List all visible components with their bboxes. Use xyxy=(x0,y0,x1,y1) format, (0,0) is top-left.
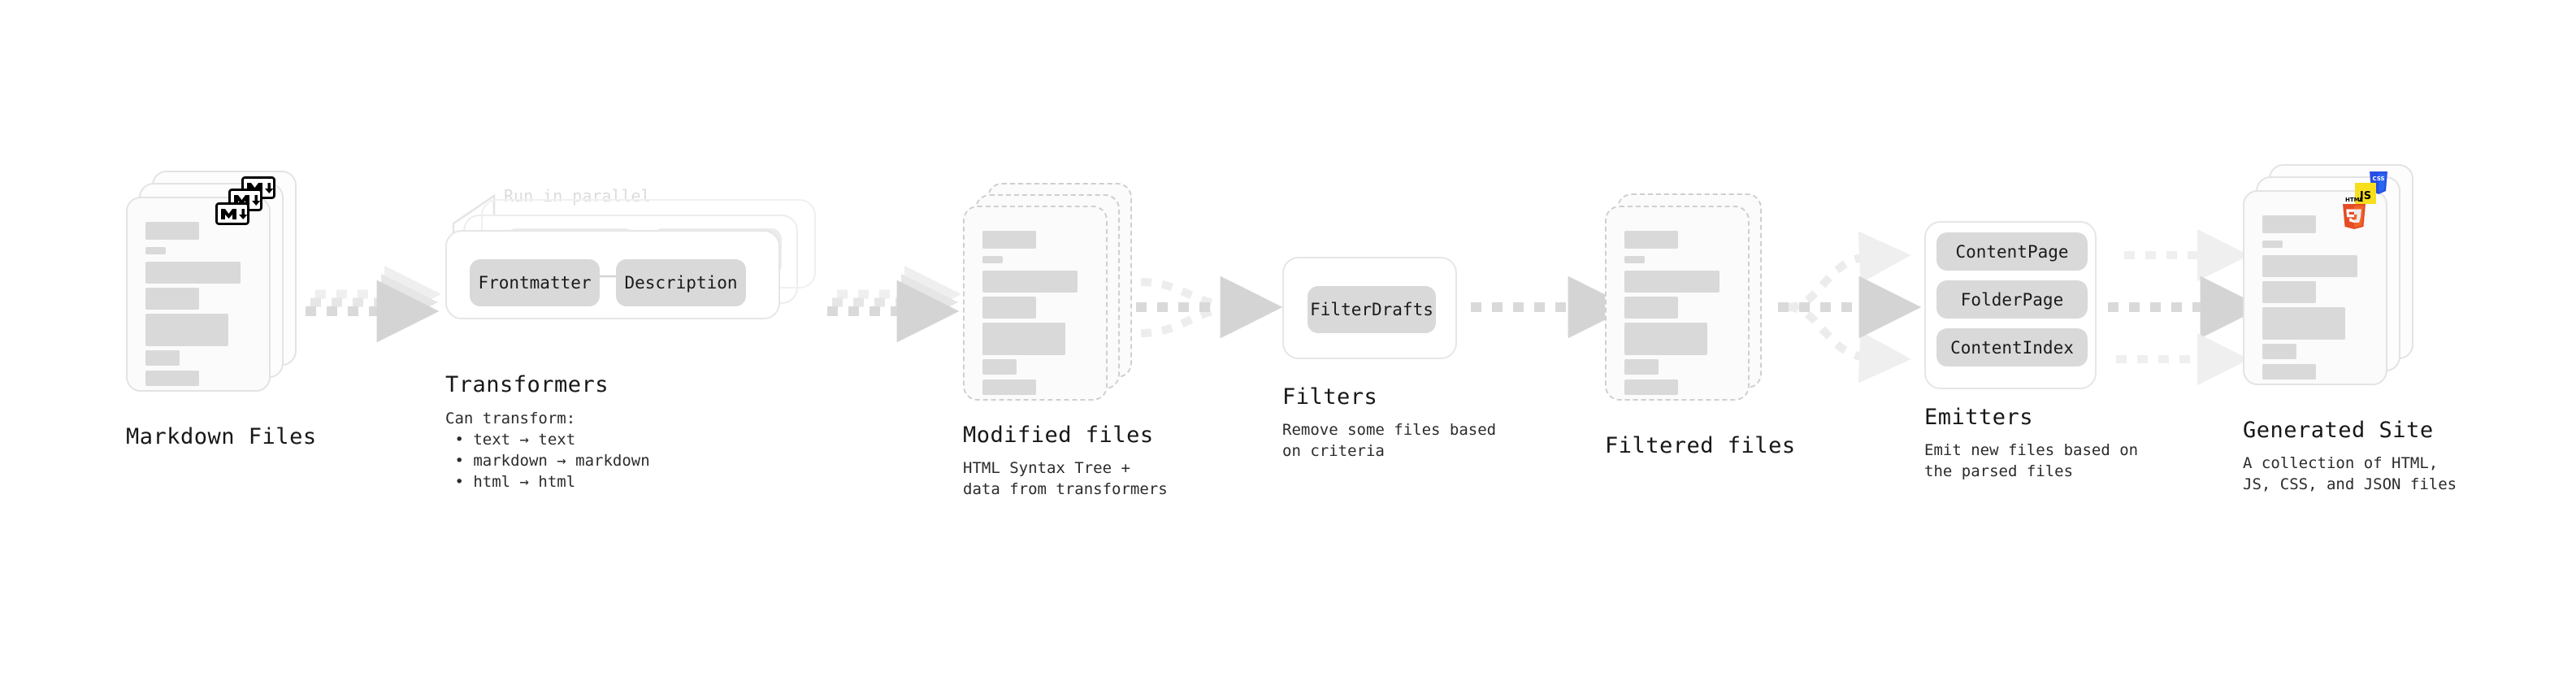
chip-filterdrafts[interactable]: FilterDrafts xyxy=(1308,286,1436,333)
svg-text:HTML: HTML xyxy=(2345,197,2364,203)
skeleton-bar xyxy=(1624,297,1678,319)
transformers-group-front: Frontmatter Description xyxy=(445,230,780,319)
stage-emitters: ContentPage FolderPage ContentIndex Emit… xyxy=(1924,221,2138,480)
svg-text:JS: JS xyxy=(2359,190,2371,202)
markdown-card-stack xyxy=(126,171,297,406)
skeleton-bar xyxy=(145,247,166,254)
skeleton-bar xyxy=(982,359,1017,375)
filtered-card-front xyxy=(1605,206,1750,401)
connector-md-to-transformers xyxy=(306,265,442,343)
skeleton-bar xyxy=(145,288,199,310)
modified-card-front xyxy=(963,206,1108,401)
chip-contentpage[interactable]: ContentPage xyxy=(1936,232,2088,271)
chip-frontmatter[interactable]: Frontmatter xyxy=(470,259,600,306)
skeleton-bar xyxy=(2262,241,2283,248)
skeleton-bar xyxy=(2262,255,2357,277)
markdown-card-front xyxy=(126,197,271,392)
skeleton-bar xyxy=(1624,271,1720,293)
generated-card-stack: CSS JS HTML xyxy=(2243,164,2418,400)
stage-caption-emitters: Emit new files based on the parsed files xyxy=(1924,441,2139,480)
stage-title-filtered-files: Filtered files xyxy=(1605,433,1796,458)
stage-title-modified-files: Modified files xyxy=(963,423,1154,448)
filtered-card-stack xyxy=(1605,193,1767,414)
stage-caption-transformers: Can transform: • text → text • markdown … xyxy=(445,410,650,491)
skeleton-bar xyxy=(2262,215,2316,233)
skeleton-bar xyxy=(982,231,1036,249)
connector-modified-to-filters xyxy=(1136,275,1283,339)
connector-transformers-to-modified xyxy=(827,265,962,343)
skeleton-bar xyxy=(982,380,1036,395)
skeleton-bar xyxy=(1624,359,1659,375)
skeleton-bar xyxy=(982,256,1003,263)
stage-title-transformers: Transformers xyxy=(445,372,609,397)
stage-transformers: Run in parallel · · · · Frontmatter Desc… xyxy=(445,186,827,491)
skeleton-bar xyxy=(1624,231,1678,249)
chip-contentindex[interactable]: ContentIndex xyxy=(1936,328,2088,367)
skeleton-bar xyxy=(982,271,1078,293)
chip-description[interactable]: Description xyxy=(616,259,746,306)
run-in-parallel-label: Run in parallel xyxy=(504,186,651,206)
js-badge: JS xyxy=(2355,183,2376,204)
stage-markdown-files: Markdown Files xyxy=(126,171,316,449)
connector-filtered-to-emitters xyxy=(1778,231,1922,384)
skeleton-bar xyxy=(2262,344,2296,359)
skeleton-bar xyxy=(145,262,241,284)
skeleton-bar xyxy=(2262,364,2316,380)
chip-folderpage[interactable]: FolderPage xyxy=(1936,280,2088,319)
skeleton-bar xyxy=(145,222,199,240)
emitters-group: ContentPage FolderPage ContentIndex xyxy=(1924,221,2097,389)
stage-generated-site: CSS JS HTML Generated Site A collection … xyxy=(2243,164,2457,493)
filters-group: FilterDrafts xyxy=(1282,257,1457,359)
connector-emitters-to-site xyxy=(2108,228,2263,385)
skeleton-bar xyxy=(1624,380,1678,395)
skeleton-bar xyxy=(2262,281,2316,303)
svg-text:CSS: CSS xyxy=(2372,176,2384,182)
stage-filtered-files: Filtered files xyxy=(1605,193,1795,458)
stage-caption-filters: Remove some files based on criteria xyxy=(1282,421,1497,460)
skeleton-bar xyxy=(145,371,199,386)
skeleton-bar xyxy=(982,323,1065,355)
stage-title-generated-site: Generated Site xyxy=(2243,418,2434,443)
skeleton-bar xyxy=(145,350,180,366)
stage-modified-files: Modified files HTML Syntax Tree + data f… xyxy=(963,183,1168,498)
stage-filters: FilterDrafts Filters Remove some files b… xyxy=(1282,257,1496,460)
skeleton-bar xyxy=(1624,256,1645,263)
stage-caption-modified-files: HTML Syntax Tree + data from transformer… xyxy=(963,459,1168,498)
modified-card-stack xyxy=(963,183,1138,410)
stage-title-markdown-files: Markdown Files xyxy=(126,424,317,449)
skeleton-bar xyxy=(2262,307,2345,340)
skeleton-bar xyxy=(982,297,1036,319)
markdown-badge-front xyxy=(215,202,249,225)
skeleton-bar xyxy=(145,314,228,346)
stage-title-filters: Filters xyxy=(1282,384,1378,410)
html5-badge: HTML xyxy=(2343,197,2366,229)
stage-caption-generated-site: A collection of HTML, JS, CSS, and JSON … xyxy=(2243,454,2457,493)
stage-title-emitters: Emitters xyxy=(1924,405,2034,430)
skeleton-bar xyxy=(1624,323,1707,355)
